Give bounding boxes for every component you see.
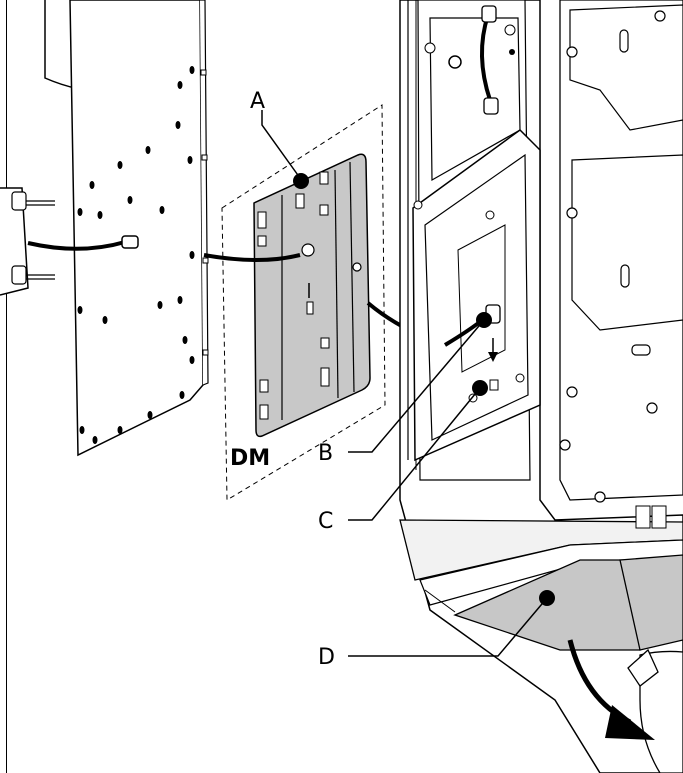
front-panel: [0, 0, 209, 457]
dm-module: [221, 104, 386, 501]
signal-cable: [203, 253, 301, 262]
leader-lines: [261, 110, 548, 657]
callout-label-c: C: [318, 509, 333, 534]
callout-label-d: D: [318, 645, 335, 670]
callout-label-b: B: [318, 441, 333, 466]
callout-label-a: A: [250, 89, 265, 114]
main-unit: [399, 0, 683, 773]
figure-frame-line: [6, 0, 7, 773]
module-label-dm: DM: [230, 446, 270, 471]
